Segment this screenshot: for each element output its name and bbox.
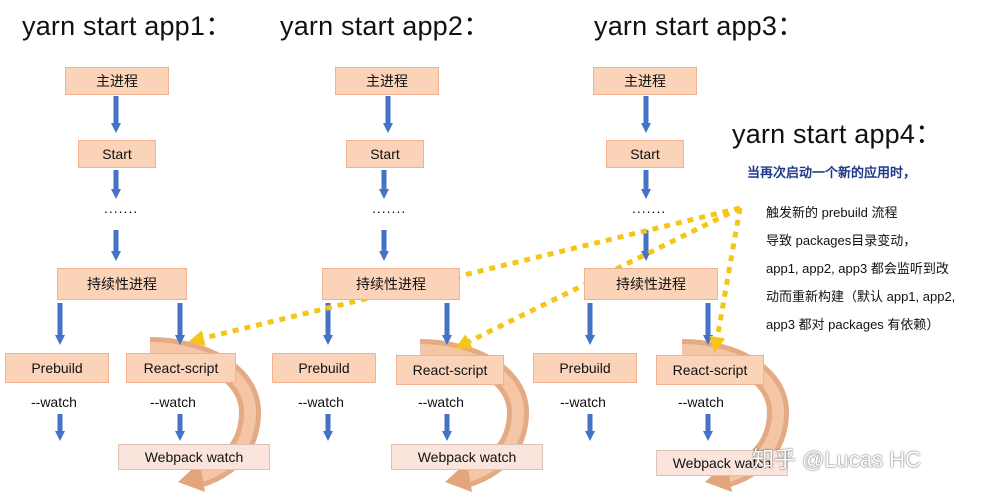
app2-webpack-watch-box: Webpack watch	[391, 444, 543, 470]
app4-desc-line-3: app1, app2, app3 都会监听到改	[766, 261, 949, 276]
app1-react-script-box: React-script	[126, 353, 236, 383]
app1-react-watch: --watch	[150, 394, 196, 410]
app4-desc-line-1: 触发新的 prebuild 流程	[766, 205, 898, 220]
column-3-arrows	[585, 96, 713, 441]
app1-prebuild-watch: --watch	[31, 394, 77, 410]
app4-title: yarn start app4：	[732, 119, 943, 149]
app2-ellipsis: .......	[372, 200, 407, 216]
app2-prebuild-watch: --watch	[298, 394, 344, 410]
app3-ellipsis: .......	[632, 200, 667, 216]
app3-title: yarn start app3：	[594, 11, 805, 41]
app2-prebuild-box: Prebuild	[272, 353, 376, 383]
app4-notification-arrows	[188, 205, 743, 353]
app2-persistent-process-box: 持续性进程	[322, 268, 460, 300]
app3-react-script-box: React-script	[656, 355, 764, 385]
app3-main-process-box: 主进程	[593, 67, 697, 95]
app1-persistent-process-box: 持续性进程	[57, 268, 187, 300]
app3-react-watch: --watch	[678, 394, 724, 410]
app3-start-box: Start	[606, 140, 684, 168]
app3-persistent-process-box: 持续性进程	[584, 268, 718, 300]
app1-ellipsis: .......	[104, 200, 139, 216]
app2-main-process-box: 主进程	[335, 67, 439, 95]
app3-prebuild-watch: --watch	[560, 394, 606, 410]
app2-react-script-box: React-script	[396, 355, 504, 385]
app1-webpack-watch-box: Webpack watch	[118, 444, 270, 470]
app3-prebuild-box: Prebuild	[533, 353, 637, 383]
app4-desc-line-2: 导致 packages目录变动，	[766, 233, 917, 248]
app1-start-box: Start	[78, 140, 156, 168]
app1-prebuild-box: Prebuild	[5, 353, 109, 383]
app2-start-box: Start	[346, 140, 424, 168]
app4-subtitle: 当再次启动一个新的应用时，	[747, 165, 917, 180]
app1-title: yarn start app1：	[22, 11, 233, 41]
app4-desc-line-5: app3 都对 packages 有依赖）	[766, 317, 940, 332]
watermark: 知乎 @Lucas HC	[752, 447, 922, 472]
app2-title: yarn start app2：	[280, 11, 491, 41]
app1-main-process-box: 主进程	[65, 67, 169, 95]
app4-desc-line-4: 动而重新构建（默认 app1, app2,	[766, 289, 956, 304]
app2-react-watch: --watch	[418, 394, 464, 410]
app3-webpack-watch-box: Webpack watch	[656, 450, 788, 476]
column-1-arrows	[55, 96, 185, 441]
